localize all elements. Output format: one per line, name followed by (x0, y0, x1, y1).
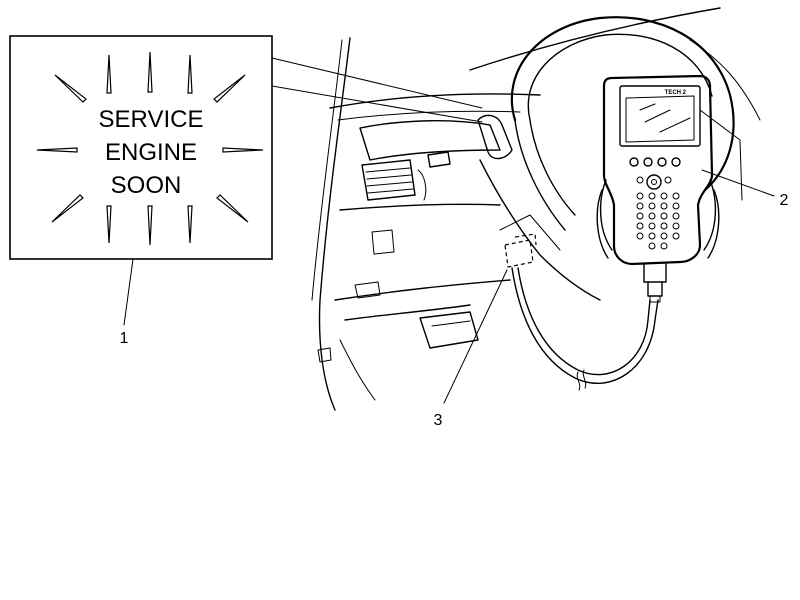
callout-2: 2 (780, 192, 789, 209)
keypad (636, 192, 680, 250)
lamp-text-line2: ENGINE (105, 139, 197, 166)
callout-1: 1 (120, 330, 129, 347)
dashboard-drawing (311, 7, 761, 411)
scan-tool-brand: TECH 2 (665, 90, 687, 96)
lamp-rays (36, 51, 264, 246)
data-link-connector (504, 233, 537, 268)
callouts: 1 2 3 (120, 169, 789, 429)
steering-wheel (510, 16, 743, 231)
lamp-text-line3: SOON (111, 172, 182, 199)
warning-lamp-inset: SERVICE ENGINE SOON (9, 35, 483, 260)
scan-tool: TECH 2 (596, 74, 720, 303)
lamp-text-line1: SERVICE (99, 106, 204, 133)
callout-3: 3 (434, 412, 443, 429)
scan-tool-cable (511, 267, 659, 391)
